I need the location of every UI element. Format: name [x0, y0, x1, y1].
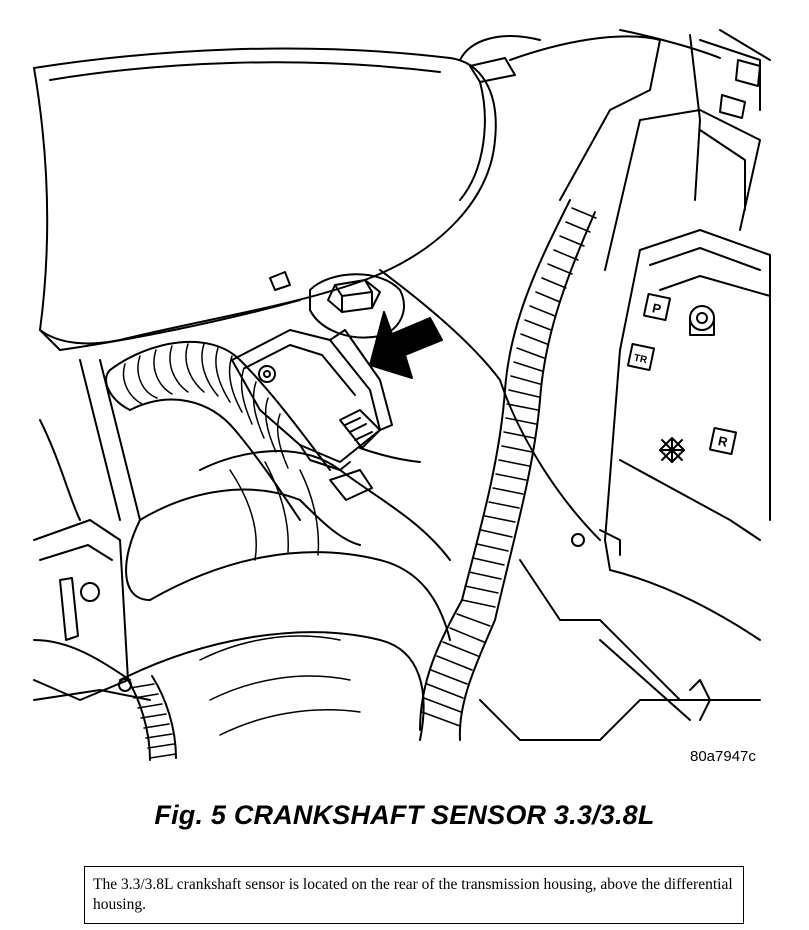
figure-title: Fig. 5 CRANKSHAFT SENSOR 3.3/3.8L [154, 800, 655, 830]
engine-cover [33, 35, 541, 381]
frame-rail [39, 359, 701, 741]
caption-text: The 3.3/3.8L crankshaft sensor is locate… [93, 876, 733, 913]
harness-conduit [419, 199, 597, 741]
housing-label-r: R [717, 433, 730, 450]
lower-hose [105, 340, 331, 521]
left-bracket [33, 519, 151, 701]
crankshaft-sensor-illustration: P TR R [33, 29, 771, 761]
housing-label-tr: TR [633, 353, 649, 367]
crankshaft-sensor [231, 329, 421, 471]
mounting-bolt [309, 273, 405, 339]
figure-reference-code: 80a7947c [690, 748, 756, 765]
exhaust-pipe [119, 450, 451, 741]
housing-label-p: P [651, 300, 663, 317]
transmission-housing [559, 229, 771, 721]
firewall-panel [509, 29, 771, 271]
hose-clamp [127, 675, 177, 761]
pointer-arrow [369, 311, 443, 379]
caption-box: The 3.3/3.8L crankshaft sensor is locate… [84, 866, 744, 924]
